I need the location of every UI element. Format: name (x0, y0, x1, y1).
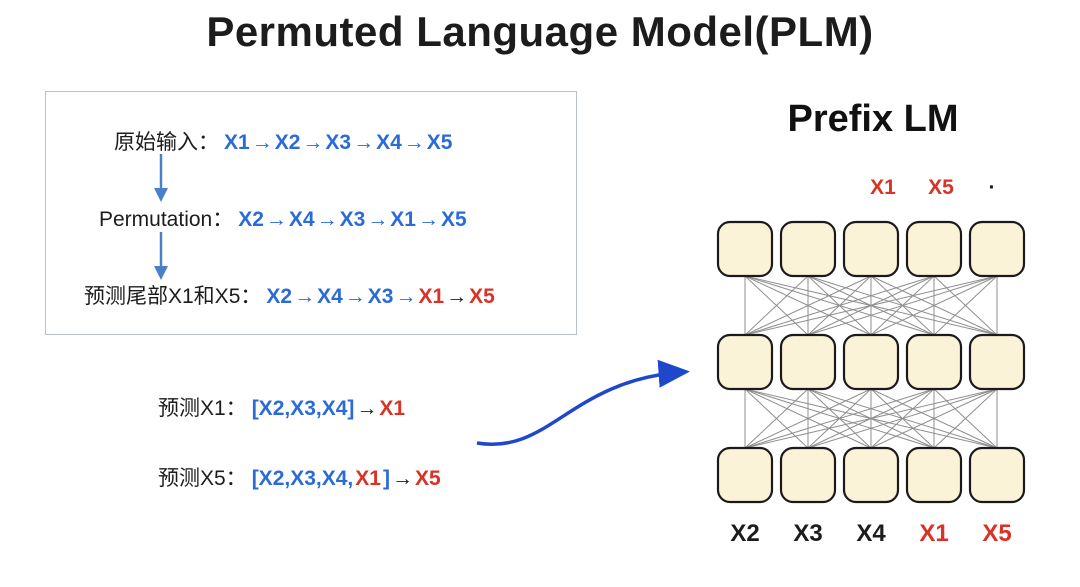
attention-edge (933, 275, 998, 336)
seq-token: X4 (317, 285, 343, 308)
top-token-label: X1 (870, 176, 896, 199)
seq-token: X4 (376, 131, 402, 154)
row-label: 预测尾部X1和X5： (84, 285, 262, 308)
seq-token: X5 (440, 208, 467, 231)
transformer-cell (716, 220, 774, 278)
token-sequence: X1→X2→X3→X4→X5 (223, 131, 453, 154)
token-sequence: [X2,X3,X4,X1]→X5 (251, 467, 442, 490)
box-row-permutation: Permutation：X2→X4→X3→X1→X5 (99, 206, 468, 234)
seq-token: X1 (224, 131, 250, 154)
transformer-cell (779, 333, 837, 391)
bottom-token-label: X5 (982, 520, 1012, 547)
bottom-token-label: X3 (793, 520, 823, 547)
seq-token: X2 (238, 208, 264, 231)
transformer-cell (842, 220, 900, 278)
seq-token: X3 (339, 208, 366, 231)
seq-token: X1 (355, 467, 381, 490)
seq-token: X3 (367, 285, 394, 308)
down-arrow-icon (154, 154, 168, 202)
prediction-line-x5: 预测X5：[X2,X3,X4,X1]→X5 (158, 465, 442, 493)
seq-token: X1 (379, 397, 406, 420)
bottom-token-label: X1 (919, 520, 949, 547)
transformer-cell (905, 446, 963, 504)
transformer-cell (716, 333, 774, 391)
row-label: 原始输入： (114, 131, 219, 154)
seq-token: → (446, 285, 468, 308)
attention-edge (744, 275, 935, 336)
seq-token: → (403, 131, 425, 154)
seq-token: → (417, 208, 439, 231)
box-row-original-input: 原始输入：X1→X2→X3→X4→X5 (114, 129, 453, 157)
permutation-box: 原始输入：X1→X2→X3→X4→X5 Permutation：X2→X4→X3… (45, 91, 577, 335)
attention-edge (870, 388, 998, 449)
transformer-cell (779, 220, 837, 278)
bottom-token-label: X4 (856, 520, 886, 547)
prefix-lm-diagram (716, 220, 1026, 504)
seq-token: X5 (414, 467, 441, 490)
seq-token: → (356, 397, 378, 420)
seq-token: X3 (325, 131, 352, 154)
prefix-lm-title: Prefix LM (787, 98, 959, 140)
seq-token: → (265, 208, 287, 231)
row-label: Permutation： (99, 208, 234, 231)
attention-edge (744, 275, 998, 336)
seq-token: [X2,X3,X4, (251, 467, 354, 490)
transformer-cell (779, 446, 837, 504)
seq-token: → (294, 285, 316, 308)
attention-edge (870, 275, 998, 336)
seq-token: → (316, 208, 338, 231)
token-sequence: X2→X4→X3→X1→X5 (237, 208, 467, 231)
transformer-cell (716, 446, 774, 504)
seq-token: X1 (418, 285, 445, 308)
seq-token: X5 (469, 285, 495, 308)
page-title: Permuted Language Model(PLM) (206, 8, 874, 55)
transformer-cell (968, 220, 1026, 278)
attention-edge (807, 388, 998, 449)
transformer-cell (842, 333, 900, 391)
seq-token: X4 (288, 208, 315, 231)
transformer-cell (905, 333, 963, 391)
seq-token: → (353, 131, 375, 154)
attention-edge (744, 275, 872, 336)
seq-token: X2 (274, 131, 301, 154)
seq-token: ] (382, 467, 390, 490)
down-arrow-icon (154, 232, 168, 280)
seq-token: → (344, 285, 366, 308)
transformer-cell (842, 446, 900, 504)
curved-arrow-icon (476, 359, 690, 446)
attention-edge (744, 275, 809, 336)
top-token-label: X5 (928, 176, 954, 199)
token-sequence: X2→X4→X3→X1→X5 (265, 285, 495, 308)
seq-token: X2 (266, 285, 293, 308)
down-arrow-head (154, 266, 168, 280)
attention-edge (933, 388, 998, 449)
transformer-cell (968, 446, 1026, 504)
seq-token: X5 (426, 131, 453, 154)
prediction-label: 预测X1： (158, 397, 247, 420)
transformer-cell (968, 333, 1026, 391)
seq-token: X1 (390, 208, 416, 231)
seq-token: → (367, 208, 389, 231)
down-arrow-head (154, 188, 168, 202)
prediction-line-x1: 预测X1：[X2,X3,X4]→X1 (158, 395, 406, 423)
transformer-cell (905, 220, 963, 278)
token-sequence: [X2,X3,X4]→X1 (251, 397, 406, 420)
attention-edge (744, 388, 872, 449)
top-token-label: · (988, 176, 996, 199)
attention-edge (744, 388, 935, 449)
box-row-predict-tail: 预测尾部X1和X5：X2→X4→X3→X1→X5 (84, 283, 496, 311)
prediction-label: 预测X5： (158, 467, 247, 490)
attention-edge (807, 275, 998, 336)
seq-token: → (251, 131, 273, 154)
seq-token: [X2,X3,X4] (251, 397, 355, 420)
bottom-token-label: X2 (730, 520, 760, 547)
seq-token: → (302, 131, 324, 154)
curved-arrow-path (476, 359, 690, 446)
seq-token: → (391, 467, 413, 490)
seq-token: → (395, 285, 417, 308)
attention-edge (744, 388, 998, 449)
attention-edge (744, 388, 809, 449)
